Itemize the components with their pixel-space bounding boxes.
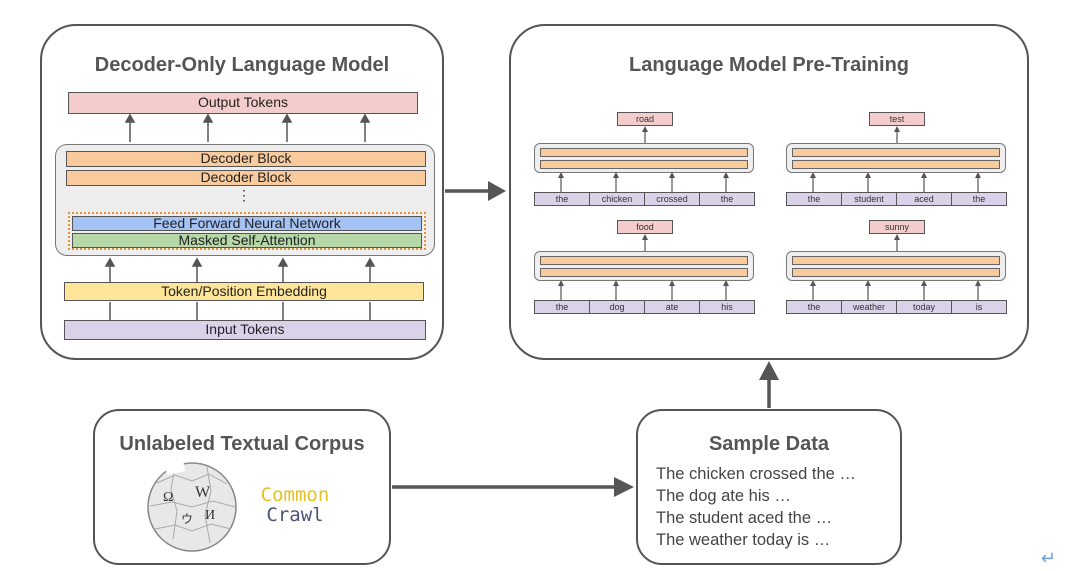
input-token-cell: his: [699, 300, 755, 314]
target-token: road: [617, 112, 673, 126]
decoder-block-bar: Decoder Block: [66, 151, 426, 167]
input-token-cell: the: [786, 192, 842, 206]
mini-model-arrows: [810, 126, 981, 192]
input-token-cell: the: [786, 300, 842, 314]
mini-decoder-block: [792, 160, 1000, 169]
arrow-up-icon: [894, 234, 900, 240]
sample-data-panel: Sample Data The chicken crossed the … Th…: [636, 409, 902, 565]
mini-decoder-block: [540, 160, 748, 169]
input-token-cell: the: [534, 300, 590, 314]
input-token-cell: today: [896, 300, 952, 314]
target-token: food: [617, 220, 673, 234]
target-token: sunny: [869, 220, 925, 234]
embedding-bar: Token/Position Embedding: [64, 282, 424, 301]
decoder-panel-title: Decoder-Only Language Model: [94, 54, 390, 76]
input-token-cell: is: [951, 300, 1007, 314]
arrow-up-icon: [894, 126, 900, 132]
input-token-cell: the: [699, 192, 755, 206]
sample-line: The chicken crossed the …: [656, 465, 856, 483]
arrow-up-icon: [558, 280, 564, 286]
arrow-right-icon: [488, 181, 506, 201]
arrow-up-icon: [810, 172, 816, 178]
feed-forward-bar: Feed Forward Neural Network: [72, 216, 422, 231]
wikipedia-logo-icon: W Ω И ウ: [147, 459, 237, 552]
return-icon: ↵: [1040, 548, 1056, 568]
common-crawl-logo: Common Crawl: [245, 485, 345, 525]
arrow-up-icon: [642, 234, 648, 240]
arrow-up-icon: [865, 172, 871, 178]
arrow-up-icon: [613, 172, 619, 178]
decoder-block-bar: Decoder Block: [66, 170, 426, 186]
arrow-up-icon: [921, 280, 927, 286]
input-token-cell: crossed: [644, 192, 700, 206]
arrow-up-icon: [723, 280, 729, 286]
corpus-panel: Unlabeled Textual Corpus W Ω И ウ Common …: [93, 409, 391, 565]
wiki-glyph: И: [205, 508, 215, 523]
wiki-glyph: W: [195, 484, 211, 501]
sample-line: The weather today is …: [656, 531, 831, 549]
sample-line: The student aced the …: [656, 509, 833, 527]
arrow-right-icon: [614, 477, 634, 497]
input-token-cell: the: [534, 192, 590, 206]
wiki-glyph: Ω: [163, 490, 173, 505]
mini-model-arrows: [810, 234, 981, 300]
mini-decoder-block: [792, 268, 1000, 277]
arrow-up-icon: [723, 172, 729, 178]
sample-line: The dog ate his …: [656, 487, 791, 505]
input-token-cell: the: [951, 192, 1007, 206]
ellipsis-mark: ⋮: [237, 187, 251, 203]
arrow-up-icon: [975, 280, 981, 286]
arrow-up-icon: [810, 280, 816, 286]
arrow-up-icon: [642, 126, 648, 132]
target-token: test: [869, 112, 925, 126]
input-token-cell: ate: [644, 300, 700, 314]
input-token-cell: aced: [896, 192, 952, 206]
input-token-cell: chicken: [589, 192, 645, 206]
dotted-layer-box: [68, 212, 426, 250]
arrow-up-icon: [613, 280, 619, 286]
arrow-up-icon: [975, 172, 981, 178]
mini-decoder-block: [540, 256, 748, 265]
input-token-cell: student: [841, 192, 897, 206]
output-tokens-bar: Output Tokens: [68, 92, 418, 114]
arrow-up-icon: [558, 172, 564, 178]
mini-model-arrows: [558, 126, 729, 192]
arrow-up-icon: [865, 280, 871, 286]
arrow-up-icon: [759, 361, 779, 380]
common-crawl-text-crawl: Crawl: [266, 504, 324, 526]
input-token-cell: weather: [841, 300, 897, 314]
arrow-up-icon: [921, 172, 927, 178]
mini-decoder-block: [540, 148, 748, 157]
corpus-panel-title: Unlabeled Textual Corpus: [119, 433, 365, 455]
pretraining-panel-title: Language Model Pre-Training: [628, 54, 910, 76]
masked-attention-bar: Masked Self-Attention: [72, 233, 422, 248]
mini-decoder-block: [540, 268, 748, 277]
mini-model-arrows: [558, 234, 729, 300]
decoder-model-panel: Decoder-Only Language Model Output Token…: [40, 24, 444, 360]
common-crawl-text-common: Common: [260, 484, 330, 506]
input-tokens-bar: Input Tokens: [64, 320, 426, 340]
arrow-up-icon: [669, 172, 675, 178]
mini-decoder-block: [792, 256, 1000, 265]
sample-panel-title: Sample Data: [708, 433, 830, 455]
wiki-glyph: ウ: [181, 512, 193, 526]
arrow-up-icon: [669, 280, 675, 286]
input-token-cell: dog: [589, 300, 645, 314]
mini-decoder-block: [792, 148, 1000, 157]
